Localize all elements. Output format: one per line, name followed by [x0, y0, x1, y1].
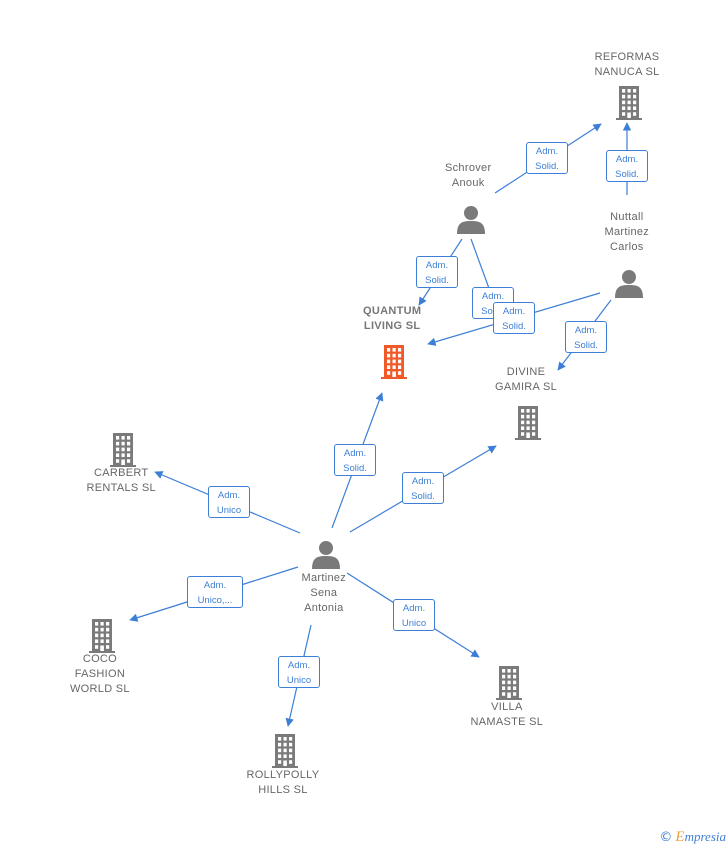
edge-label-line: Solid.	[502, 321, 526, 332]
building-icon-reformas[interactable]	[616, 86, 642, 120]
node-label-line: RENTALS SL	[86, 482, 156, 494]
building-icon-coco[interactable]	[89, 619, 115, 653]
edge-label-line: Adm.	[481, 291, 505, 302]
node-label-line: FASHION	[74, 668, 126, 680]
node-label-line: DIVINE	[506, 366, 546, 378]
node-label-divine[interactable]: DIVINE GAMIRA SL	[495, 365, 557, 395]
node-label-line: Antonia	[304, 602, 344, 614]
node-label-line: QUANTUM	[363, 305, 422, 317]
edge-label-line: Solid.	[343, 463, 367, 474]
edge-label-nuttall-to-divine[interactable]: Adm. Solid.	[565, 321, 607, 353]
edge-label-line: Unico	[216, 505, 242, 516]
empresia-watermark: ©Empresia	[659, 829, 726, 845]
edge-label-line: Solid.	[574, 340, 598, 351]
edge-label-line: Solid.	[615, 169, 639, 180]
edge-label-line: Unico,...	[197, 595, 233, 606]
edge-label-nuttall-to-quantum[interactable]: Adm. Solid.	[493, 302, 535, 334]
node-label-line: WORLD SL	[70, 683, 130, 695]
edge-label-line: Solid.	[425, 275, 449, 286]
person-icon-schrover[interactable]	[457, 206, 485, 234]
edge-label-line: Adm.	[217, 490, 241, 501]
node-label-line: Nuttall	[610, 211, 644, 223]
edge-label-line: Adm.	[502, 306, 526, 317]
node-label-coco[interactable]: COCO FASHION WORLD SL	[70, 652, 130, 697]
node-label-line: Martinez	[604, 226, 650, 238]
edge-label-martinez-to-divine[interactable]: Adm. Solid.	[402, 472, 444, 504]
node-label-line: HILLS SL	[258, 784, 308, 796]
building-icon-divine[interactable]	[515, 406, 541, 440]
edge-label-line: Adm.	[535, 146, 559, 157]
edge-label-line: Unico	[401, 618, 427, 629]
node-label-line: CARBERT	[93, 467, 149, 479]
node-label-quantum[interactable]: QUANTUM LIVING SL	[363, 304, 421, 334]
edge-label-line: Adm.	[425, 260, 449, 271]
node-label-line: REFORMAS	[594, 51, 660, 63]
building-icon-quantum[interactable]	[381, 345, 407, 379]
node-label-line: Anouk	[451, 177, 485, 189]
edge-label-schrover-to-reformas[interactable]: Adm. Solid.	[526, 142, 568, 174]
edge-label-line: Solid.	[535, 161, 559, 172]
node-label-line: VILLA	[491, 701, 523, 713]
edge-label-schrover-to-quantum[interactable]: Adm. Solid.	[416, 256, 458, 288]
node-label-line: Sena	[310, 587, 338, 599]
building-icon-rollypolly[interactable]	[272, 734, 298, 768]
node-label-rollypolly[interactable]: ROLLYPOLLY HILLS SL	[247, 768, 320, 798]
edge-label-martinez-to-coco[interactable]: Adm. Unico,...	[187, 576, 243, 608]
edge-label-line: Adm.	[402, 603, 426, 614]
edge-label-line: Solid.	[473, 304, 513, 319]
edge-label-line: Solid.	[411, 491, 435, 502]
node-label-line: LIVING SL	[363, 320, 421, 332]
edge-label-line: Adm.	[615, 154, 639, 165]
edge-label-line: Adm.	[287, 660, 311, 671]
node-label-line: Martinez	[301, 572, 347, 584]
person-icon-nuttall[interactable]	[615, 270, 643, 298]
node-label-line: GAMIRA SL	[495, 381, 557, 393]
edge-label-martinez-to-quantum[interactable]: Adm. Solid.	[334, 444, 376, 476]
edge-label-line: Unico	[286, 675, 312, 686]
person-icon-martinez[interactable]	[312, 541, 340, 569]
node-label-line: Carlos	[610, 241, 644, 253]
edge-label-line: Adm.	[574, 325, 598, 336]
edge-label-line: Adm.	[411, 476, 435, 487]
node-label-villa[interactable]: VILLA NAMASTE SL	[471, 700, 544, 730]
node-label-line: NANUCA SL	[594, 66, 660, 78]
building-icon-carbert[interactable]	[110, 433, 136, 467]
edge-label-line: Adm.	[343, 448, 367, 459]
edge-label-line: Adm.	[203, 580, 227, 591]
node-label-reformas[interactable]: REFORMAS NANUCA SL	[595, 50, 660, 80]
node-label-carbert[interactable]: CARBERT RENTALS SL	[87, 466, 156, 496]
edge-label-martinez-to-villa[interactable]: Adm. Unico	[393, 599, 435, 631]
node-label-line: Schrover	[445, 162, 492, 174]
edge-label-martinez-to-rollypolly[interactable]: Adm. Unico	[278, 656, 320, 688]
building-icon-villa[interactable]	[496, 666, 522, 700]
node-label-line: NAMASTE SL	[470, 716, 544, 728]
node-label-line: ROLLYPOLLY	[246, 769, 320, 781]
edge-label-martinez-to-carbert[interactable]: Adm. Unico	[208, 486, 250, 518]
edge-label-nuttall-to-reformas[interactable]: Adm. Solid.	[606, 150, 648, 182]
node-label-line: COCO	[82, 653, 118, 665]
